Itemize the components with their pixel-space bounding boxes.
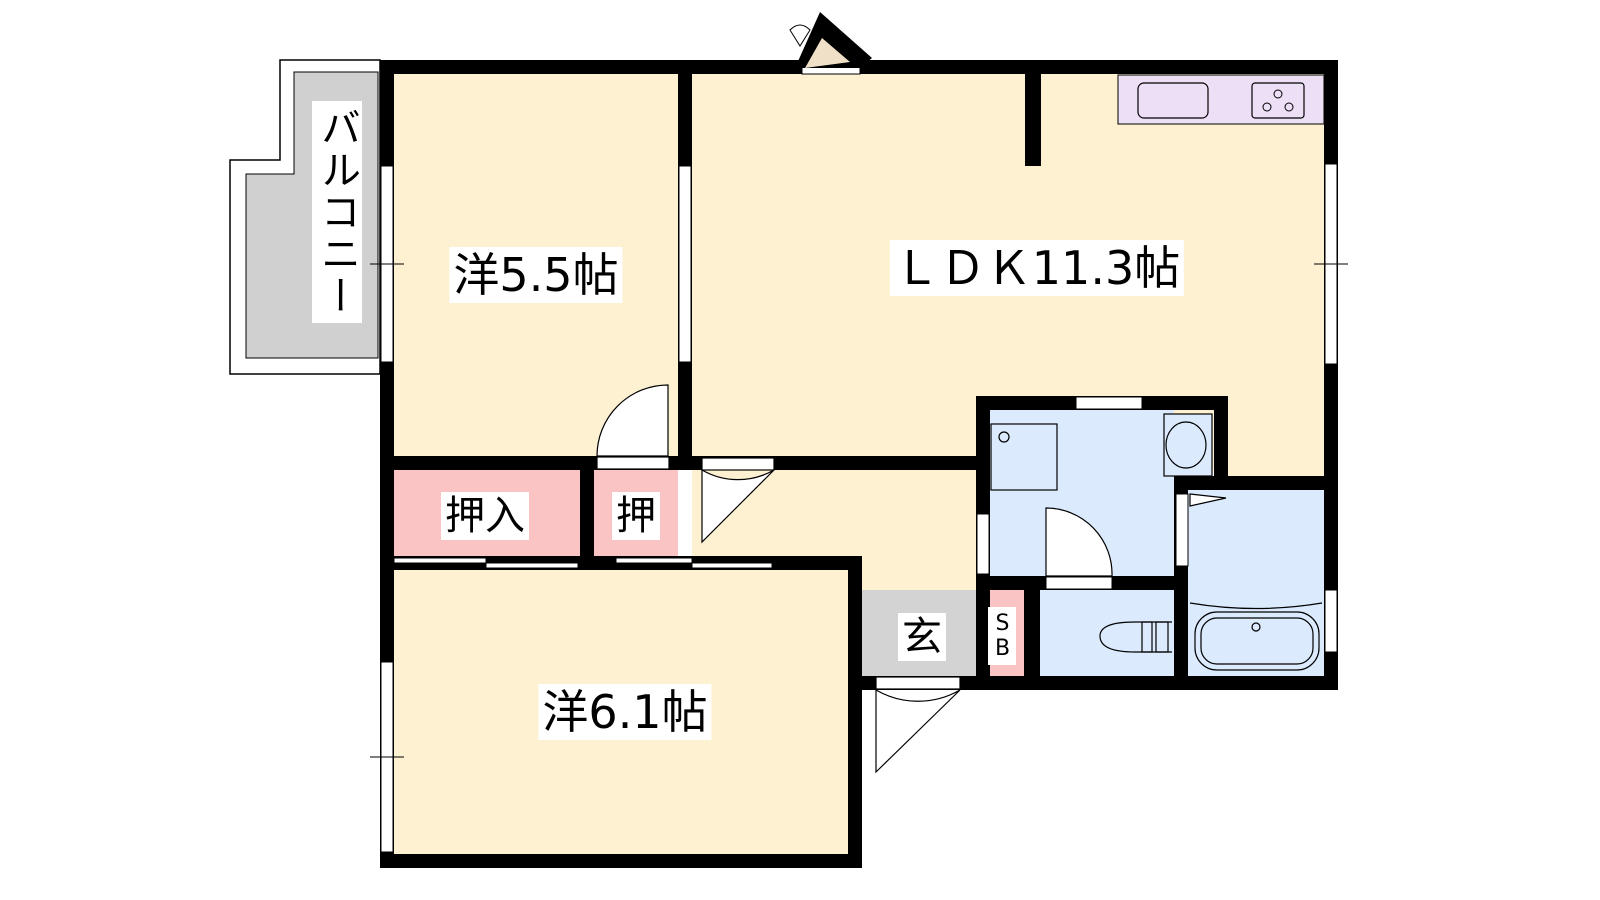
label-shoe-box: SB bbox=[988, 607, 1016, 665]
stove-icon bbox=[1251, 82, 1305, 119]
toilet-room bbox=[1040, 590, 1174, 676]
label-closet-small: 押 bbox=[612, 492, 660, 540]
label-entrance: 玄 bbox=[898, 613, 946, 661]
fixtures bbox=[990, 413, 1323, 671]
ldk-fill-under-bath bbox=[1228, 410, 1324, 476]
kitchen-counter bbox=[1117, 74, 1325, 125]
label-western-room-2: 洋6.1帖 bbox=[538, 684, 712, 740]
washing-machine-icon bbox=[990, 423, 1058, 491]
label-ldk: ＬＤＫ11.3帖 bbox=[889, 240, 1185, 296]
bathtub-icon bbox=[1189, 602, 1323, 610]
windows bbox=[370, 59, 1348, 853]
sliding-doors bbox=[393, 557, 1113, 590]
toilet-icon bbox=[1099, 621, 1172, 653]
label-balcony: バルコニー bbox=[312, 101, 362, 323]
label-closet-large: 押入 bbox=[441, 492, 529, 540]
corner-window bbox=[789, 12, 872, 68]
bathroom bbox=[1188, 490, 1324, 676]
label-western-room-1: 洋5.5帖 bbox=[449, 247, 623, 303]
swing-doors bbox=[596, 384, 1227, 774]
wash-basin-icon bbox=[1163, 413, 1213, 477]
sink-icon bbox=[1137, 82, 1209, 119]
